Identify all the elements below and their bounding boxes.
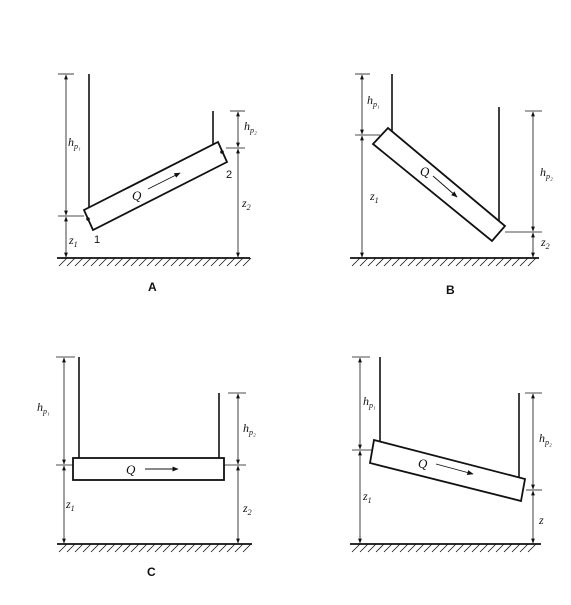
flow-label-a: Q [132,188,142,203]
panel-c: Q hp₁ z1 hp₂ z2 C [37,356,256,579]
point-2-label: 2 [226,169,232,181]
hp2-label-a: hp₂ [244,119,257,135]
ground-c [57,543,252,553]
flow-label-d: Q [418,456,428,471]
dimension-right-c [224,392,246,544]
hp1-label-a: hp₁ [68,135,81,151]
dimension-left-b [355,73,380,258]
point-1-marker [86,217,90,221]
point-1-label: 1 [94,234,100,246]
z2-label-d: z [538,513,544,527]
panel-a-title: A [148,280,157,294]
flow-arrow-d [435,463,474,475]
z1-label-d: z1 [362,489,372,505]
hp1-label-d: hp₁ [363,394,376,410]
z1-label-a: z1 [68,233,78,249]
dimension-right-a [226,110,245,258]
ground-hatch-c [58,543,252,553]
hp2-label-d: hp₂ [539,431,552,447]
ground-b [350,257,539,267]
dimension-right-d [525,392,542,544]
hp1-label-b: hp₁ [367,93,380,109]
ground-hatch-a [58,257,252,267]
panel-b: Q hp₁ z1 hp₂ z2 B [350,73,553,297]
z1-label-c: z1 [65,497,75,513]
pipe-b [371,126,507,243]
hp2-label-c: hp₂ [243,421,256,437]
flow-label-b: Q [420,164,430,179]
flow-arrow-a [147,172,181,190]
ground-hatch-b [351,257,537,267]
panel-d: Q hp₁ z1 hp₂ z [350,356,552,553]
ground-d [350,543,541,553]
z1-label-b: z1 [369,189,379,205]
hp1-label-c: hp₁ [37,400,50,416]
ground-hatch-d [351,543,537,553]
flow-arrow-b [432,175,458,198]
panel-b-title: B [446,283,455,297]
hp2-label-b: hp₂ [540,165,553,181]
dimension-left-a [58,73,84,258]
z2-label-c: z2 [242,501,252,517]
flow-label-c: Q [126,462,136,477]
z2-label-a: z2 [241,196,251,212]
point-2-marker [220,150,224,154]
ground-a [57,257,252,267]
panel-a: Q 1 2 hp₁ z1 hp₂ z2 A [57,73,257,294]
z2-label-b: z2 [540,235,550,251]
pipe-d [368,438,527,503]
dimension-left-c [56,356,75,544]
panel-c-title: C [147,565,156,579]
dimension-left-d [352,356,372,544]
pipe-a [82,140,229,232]
dimension-right-b [505,110,542,258]
